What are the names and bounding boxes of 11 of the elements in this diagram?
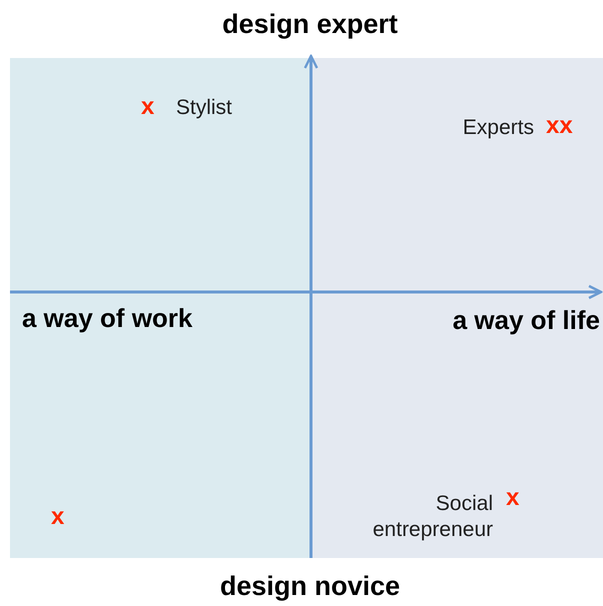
axis-title: design expert (221, 8, 399, 41)
point-marker: x (141, 94, 154, 120)
axis-title: design novice (218, 570, 402, 603)
point-marker: x (506, 485, 520, 512)
point-label: Experts (462, 115, 534, 141)
point-label: Stylist (176, 96, 232, 120)
point-label: Social entrepreneur (372, 491, 493, 544)
point-marker: x (51, 504, 64, 530)
axis-label: a way of work (22, 304, 192, 333)
axis-label: a way of life (452, 304, 600, 336)
point-marker: xx (546, 113, 573, 140)
